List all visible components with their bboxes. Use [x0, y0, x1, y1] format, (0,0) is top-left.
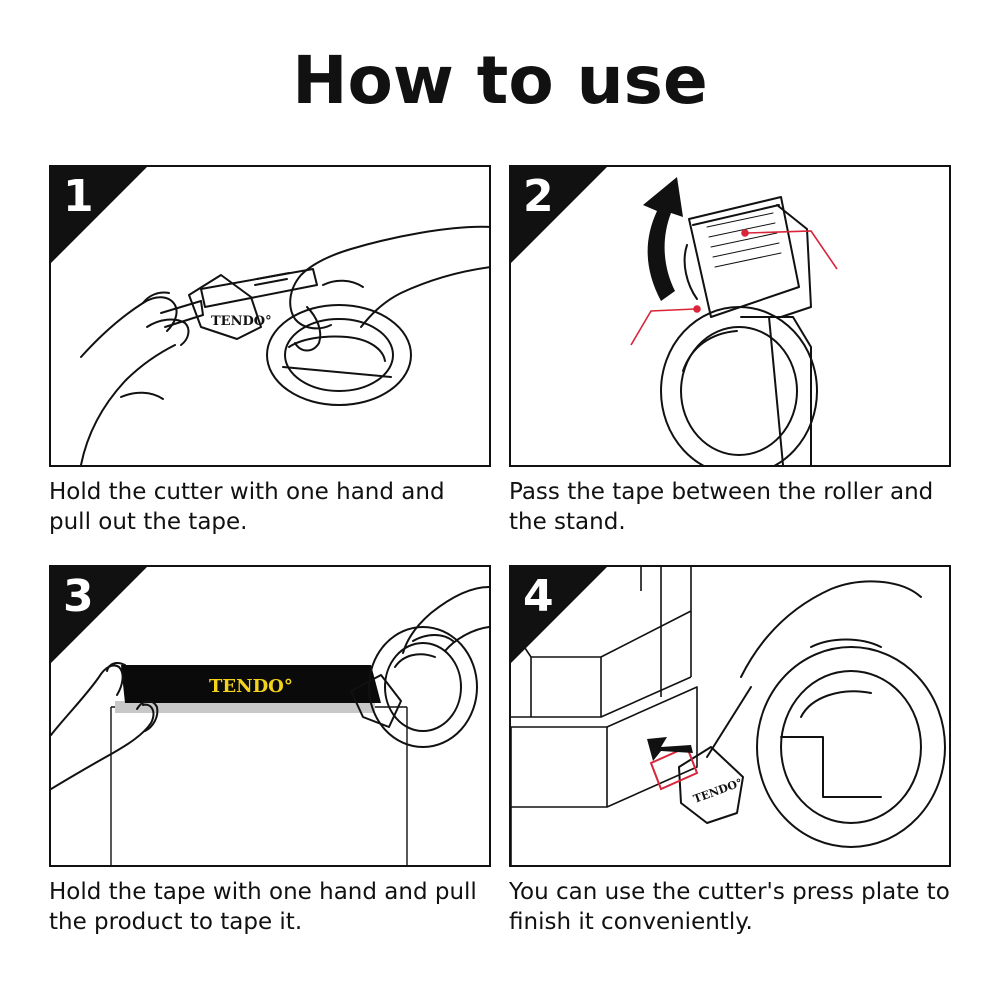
step-3-illustration: TENDO°	[51, 586, 489, 865]
step-3-panel: TENDO° 3	[49, 565, 491, 867]
step-4-corner-triangle	[511, 567, 607, 663]
step-1-panel: TENDO° 1	[49, 165, 491, 467]
step-1-corner-triangle	[51, 167, 147, 263]
step-3-caption: Hold the tape with one hand and pull the…	[49, 879, 477, 935]
page-title: How to use	[292, 42, 708, 119]
step-2-caption: Pass the tape between the roller and the…	[509, 479, 934, 535]
step-2-illustration	[630, 177, 838, 465]
step-4-illustration: TENDO°	[511, 567, 946, 865]
step-4-brand-label: TENDO°	[692, 776, 745, 806]
step-1-number: 1	[63, 171, 94, 222]
step-4-number: 4	[523, 571, 554, 622]
step-2-panel: 2	[509, 165, 951, 467]
step-3-corner-triangle	[51, 567, 147, 663]
step-2-corner-triangle	[511, 167, 607, 263]
step-1-illustration: TENDO°	[80, 225, 489, 465]
step-4-panel: TENDO° 4	[509, 565, 951, 867]
step-4-caption: You can use the cutter's press plate to …	[509, 879, 950, 935]
step-1-caption: Hold the cutter with one hand and pull o…	[49, 479, 445, 535]
step-2-number: 2	[523, 171, 554, 222]
step-1-brand-label: TENDO°	[211, 314, 272, 329]
step-3-tape-brand: TENDO°	[209, 676, 293, 697]
step-3-number: 3	[63, 571, 94, 622]
